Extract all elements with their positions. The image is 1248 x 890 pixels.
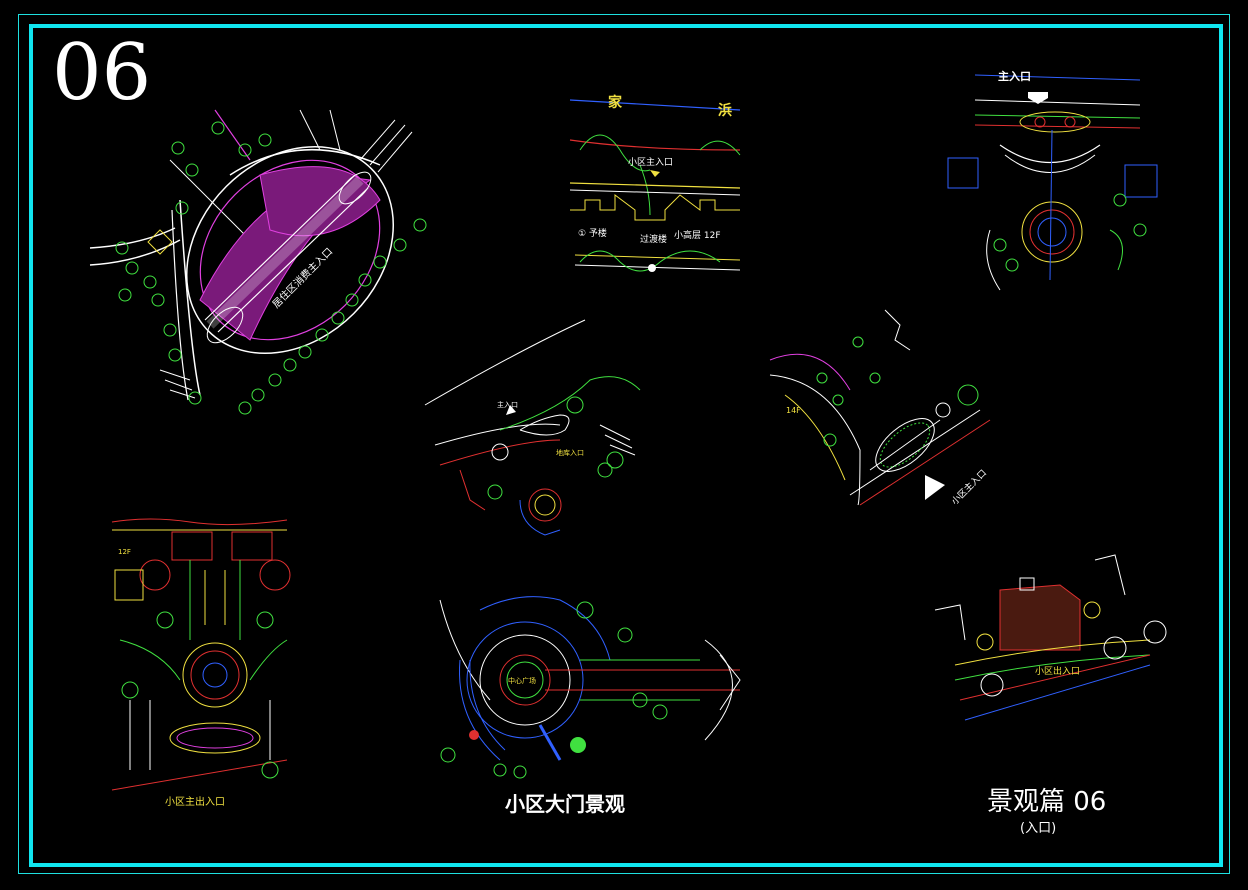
p2-building-label: 小高层 12F bbox=[674, 231, 721, 241]
p2-top-right-char: 浜 bbox=[718, 103, 732, 119]
caption-main: 小区大门景观 bbox=[505, 792, 625, 816]
p2-gate-label: 过渡楼 bbox=[640, 235, 668, 245]
drawing-border-outer bbox=[18, 14, 1230, 874]
plan-1-diagonal-plaza bbox=[89, 109, 427, 415]
p2-main-entrance-label: 小区主入口 bbox=[628, 158, 674, 168]
p3-main-entrance-label: 主入口 bbox=[998, 70, 1031, 83]
sheet-number: 06 bbox=[52, 28, 152, 118]
p6-entrance-label: 小区主出入口 bbox=[165, 797, 225, 808]
plan-2-main-entrance bbox=[569, 99, 741, 272]
plan-6-axial-entrance bbox=[111, 518, 291, 791]
p6-floors-label: 12F bbox=[118, 548, 131, 556]
plan-5-oval-plaza bbox=[769, 309, 991, 506]
p8-entrance-label: 小区出入口 bbox=[1035, 667, 1081, 677]
plan-4-curved-entrance bbox=[424, 319, 641, 536]
plan-3-entrance-court bbox=[947, 74, 1158, 291]
p7-plaza-label: 中心广场 bbox=[508, 677, 536, 685]
p4-main-entrance-label: 主入口 bbox=[497, 401, 518, 409]
plan-8-exit-plaza bbox=[934, 554, 1167, 721]
drawing-border-inner bbox=[29, 24, 1223, 867]
p2-top-left-char: 家 bbox=[608, 95, 622, 111]
caption-title: 景观篇 06 bbox=[987, 787, 1107, 817]
p5-floors-label: 14F bbox=[786, 406, 801, 415]
caption-subtitle: (入口) bbox=[1020, 821, 1057, 836]
p2-unit-label: ① 予楼 bbox=[578, 229, 607, 239]
p4-side-entrance-label: 地库入口 bbox=[556, 449, 584, 457]
plan-7-gate-landscape bbox=[439, 596, 741, 779]
